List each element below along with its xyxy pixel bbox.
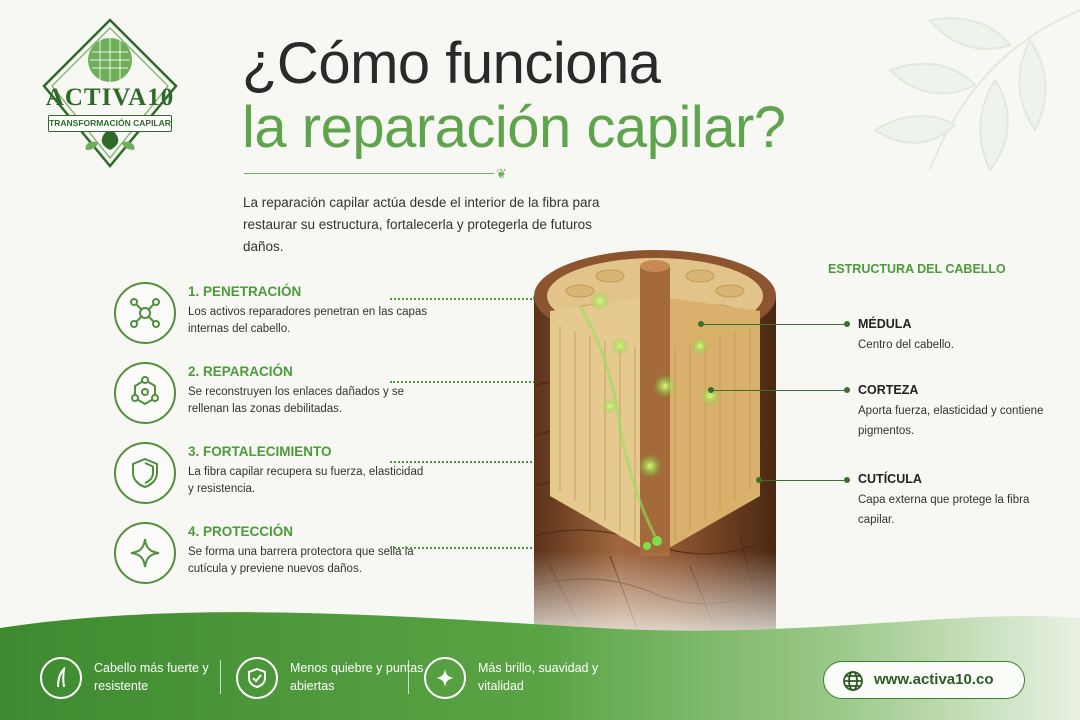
step-fortalecimiento: 3. FORTALECIMIENTO La fibra capilar recu… xyxy=(114,442,423,512)
label-title-medula: MÉDULA xyxy=(858,317,912,331)
benefit-text: Más brillo, suavidad y vitalidad xyxy=(478,661,599,693)
step-reparacion: 2. REPARACIÓN Se reconstruyen los enlace… xyxy=(114,362,414,432)
connector-line xyxy=(390,298,536,300)
label-pointer-dot xyxy=(698,321,704,327)
label-pointer-dot xyxy=(844,477,850,483)
step-title: 4. PROTECCIÓN xyxy=(188,524,294,539)
label-pointer-dot xyxy=(756,477,762,483)
benefit-item-fuerza: Cabello más fuerte y resistente xyxy=(40,657,210,699)
label-text-medula: Centro del cabello. xyxy=(858,339,954,351)
brand-name: ACTIVA10 xyxy=(45,84,175,111)
label-pointer-dot xyxy=(844,321,850,327)
intro-paragraph: La reparación capilar actúa desde el int… xyxy=(243,195,600,254)
label-pointer-dot xyxy=(844,387,850,393)
page-title-line1: ¿Cómo funciona xyxy=(242,31,661,96)
benefit-text: Menos quiebre y puntas abiertas xyxy=(290,661,424,693)
step-description: Se reconstruyen los enlaces dañados y se… xyxy=(188,386,405,415)
label-text-corteza: Aporta fuerza, elasticidad y contiene pi… xyxy=(858,405,1044,437)
benefit-item-brillo: Más brillo, suavidad y vitalidad xyxy=(424,657,604,699)
shield-check-icon xyxy=(236,657,278,699)
label-text-cuticula: Capa externa que protege la fibra capila… xyxy=(858,494,1030,526)
molecule-icon xyxy=(114,282,176,344)
benefit-divider xyxy=(408,660,409,694)
sparkle-icon xyxy=(424,657,466,699)
structure-heading: ESTRUCTURA DEL CABELLO xyxy=(828,262,1006,276)
connector-line xyxy=(390,461,608,463)
brand-logo: ACTIVA10 TRANSFORMACIÓN CAPILAR xyxy=(40,18,180,168)
bottom-green-band xyxy=(0,612,1080,720)
logo-emblem-icon xyxy=(42,18,178,168)
label-title-cuticula: CUTÍCULA xyxy=(858,472,922,486)
step-description: Se forma una barrera protectora que sell… xyxy=(188,546,414,575)
connector-line xyxy=(390,381,586,383)
label-pointer-line xyxy=(702,324,850,325)
step-description: La fibra capilar recupera su fuerza, ela… xyxy=(188,466,424,495)
brand-tagline: TRANSFORMACIÓN CAPILAR xyxy=(48,115,172,132)
hair-strand-icon xyxy=(40,657,82,699)
connector-line xyxy=(390,547,644,549)
step-title: 3. FORTALECIMIENTO xyxy=(188,444,332,459)
title-divider xyxy=(244,173,494,174)
hexagon-bond-icon xyxy=(114,362,176,424)
sparkle-icon xyxy=(114,522,176,584)
hair-fiber-illustration xyxy=(520,236,790,656)
shield-icon xyxy=(114,442,176,504)
benefit-text: Cabello más fuerte y resistente xyxy=(94,661,209,693)
step-title: 2. REPARACIÓN xyxy=(188,364,293,379)
benefit-item-quiebre: Menos quiebre y puntas abiertas xyxy=(236,657,423,699)
website-link[interactable]: www.activa10.co xyxy=(823,661,1025,699)
label-pointer-line xyxy=(760,480,850,481)
label-pointer-line xyxy=(712,390,850,391)
step-title: 1. PENETRACIÓN xyxy=(188,284,302,299)
step-proteccion: 4. PROTECCIÓN Se forma una barrera prote… xyxy=(114,522,414,592)
leaf-icon: ❦ xyxy=(496,166,507,181)
label-title-corteza: CORTEZA xyxy=(858,383,919,397)
globe-icon xyxy=(843,671,863,691)
website-url[interactable]: www.activa10.co xyxy=(874,671,994,688)
step-description: Los activos reparadores penetran en las … xyxy=(188,306,428,335)
background-leaves-decoration xyxy=(873,9,1080,172)
benefit-divider xyxy=(220,660,221,694)
step-penetracion: 1. PENETRACIÓN Los activos reparadores p… xyxy=(114,282,427,352)
label-pointer-dot xyxy=(708,387,714,393)
page-title-line2: la reparación capilar? xyxy=(242,95,786,160)
